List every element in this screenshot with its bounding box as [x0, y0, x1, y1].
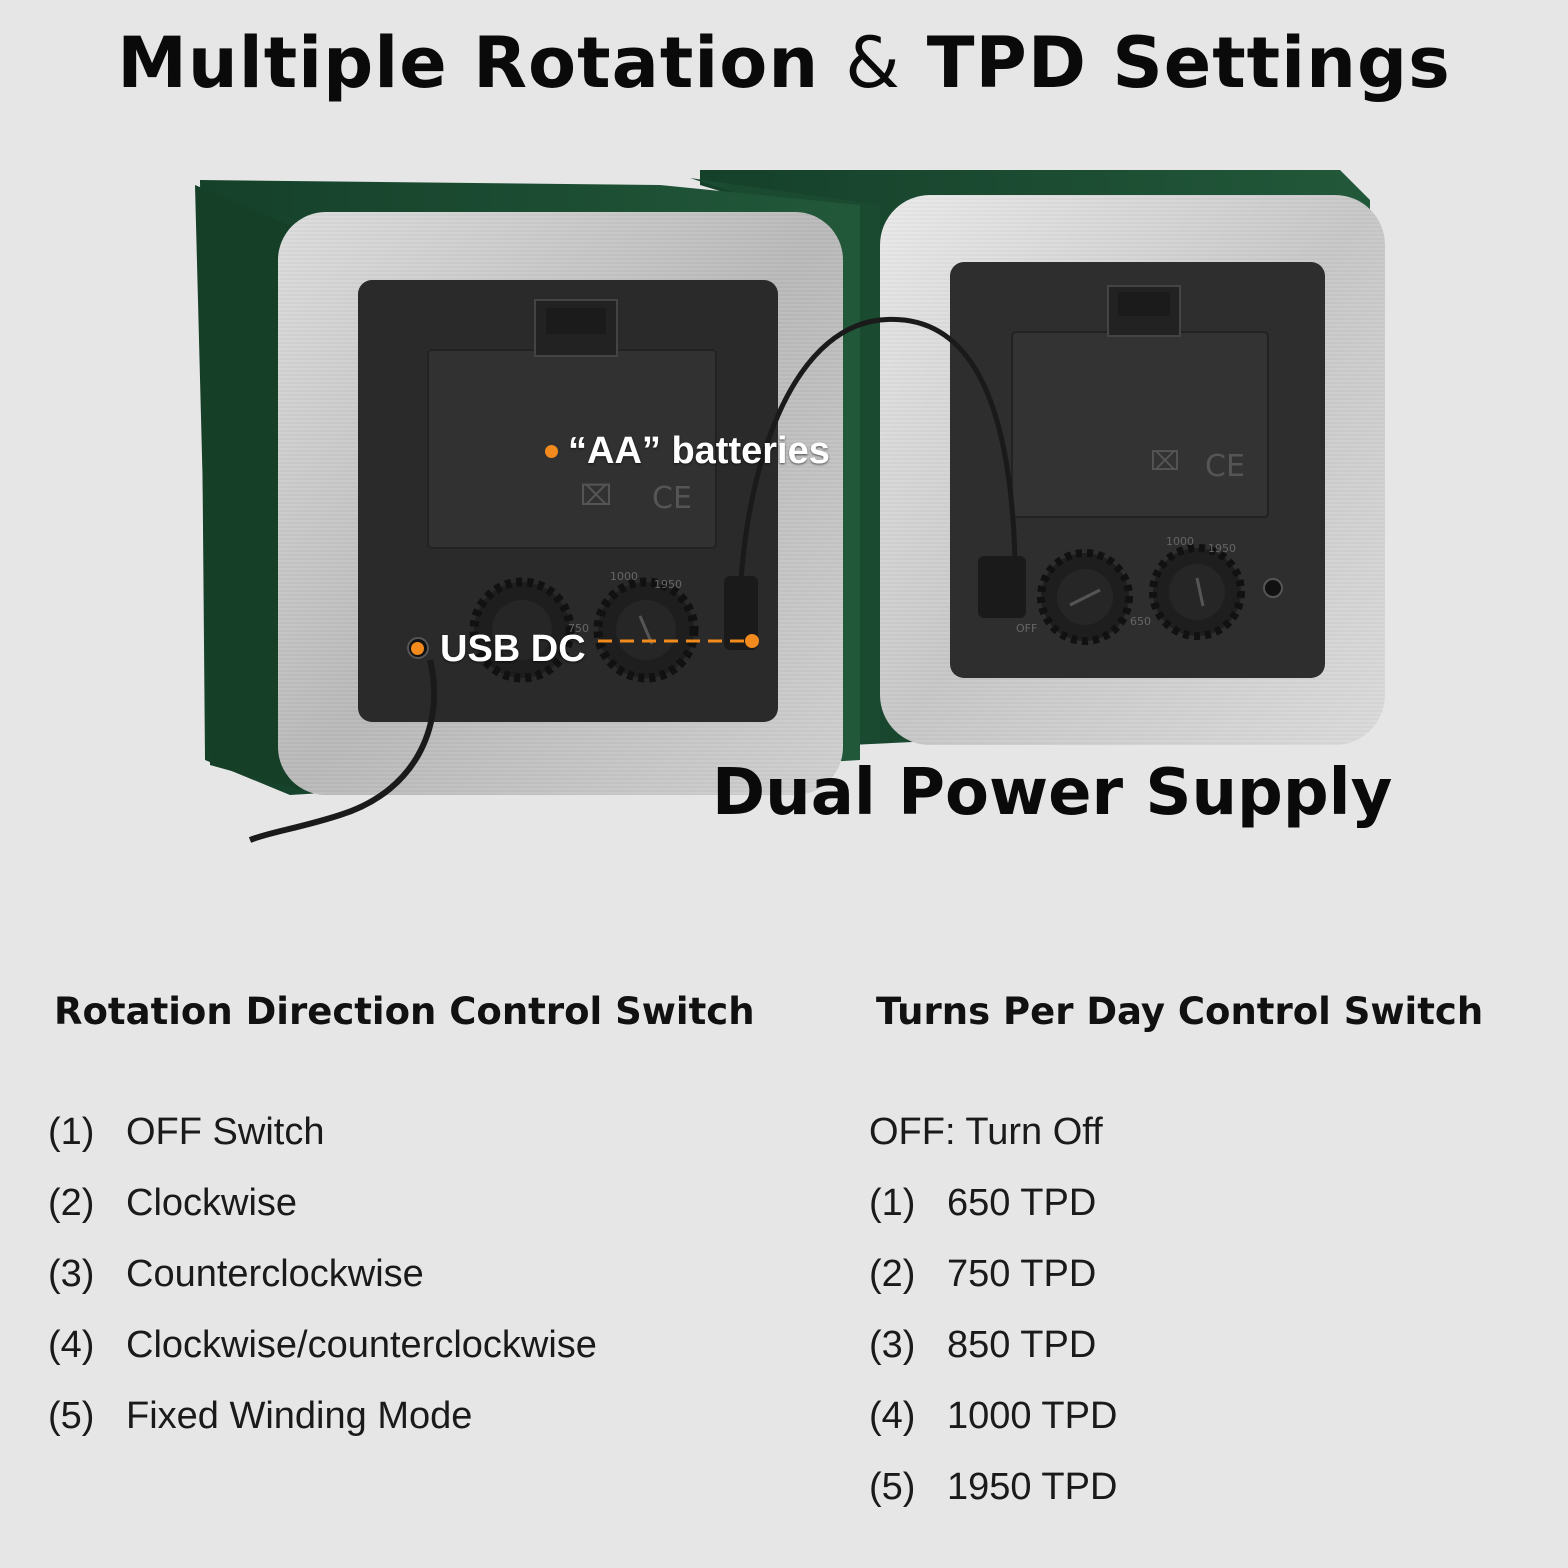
title-right: TPD Settings [926, 22, 1451, 104]
title-ampersand: & [845, 22, 901, 104]
list-item: (3)850 TPD [869, 1324, 1097, 1366]
list-item: (1)650 TPD [869, 1182, 1097, 1224]
list-item: (2)Clockwise [48, 1182, 298, 1224]
list-item: (4)Clockwise/counterclockwise [48, 1324, 597, 1366]
svg-text:CE: CE [652, 481, 692, 516]
page-title: Multiple Rotation&TPD Settings [0, 22, 1568, 104]
list-item: (5)Fixed Winding Mode [48, 1395, 473, 1437]
svg-text:⌧: ⌧ [1150, 447, 1180, 477]
power-cable [248, 659, 438, 843]
list-item: (4)1000 TPD [869, 1395, 1118, 1437]
svg-text:⌧: ⌧ [580, 479, 612, 512]
svg-text:CE: CE [1205, 449, 1245, 484]
svg-text:1000: 1000 [1166, 535, 1194, 548]
batteries-callout-label: “AA” batteries [568, 430, 830, 472]
tpd-list: OFF: Turn Off (1)650 TPD (2)750 TPD (3)8… [869, 1110, 1117, 1536]
title-left: Multiple Rotation [117, 22, 820, 104]
svg-text:650: 650 [1130, 615, 1151, 628]
svg-text:1950: 1950 [1208, 542, 1236, 555]
list-item: (2)750 TPD [869, 1253, 1097, 1295]
winder-right-side [690, 178, 880, 740]
svg-text:1000: 1000 [610, 570, 638, 583]
usb-callout-dot [411, 642, 424, 655]
winder-left: ⌧ CE 1000 1950 750 [195, 180, 860, 795]
svg-text:750: 750 [568, 622, 589, 635]
usb-callout-label: USB DC [440, 628, 586, 670]
svg-text:1950: 1950 [654, 578, 682, 591]
list-item-off: OFF: Turn Off [869, 1111, 1103, 1153]
svg-text:OFF: OFF [1016, 622, 1037, 635]
list-item: (1)OFF Switch [48, 1111, 325, 1153]
rotation-list: (1)OFF Switch (2)Clockwise (3)Counterclo… [48, 1110, 597, 1465]
link-cable [737, 316, 1018, 601]
list-item: (5)1950 TPD [869, 1466, 1118, 1508]
batteries-callout-dot [545, 445, 558, 458]
tpd-heading: Turns Per Day Control Switch [876, 990, 1484, 1033]
rotation-heading: Rotation Direction Control Switch [54, 990, 755, 1033]
winder-right: ⌧ CE 1000 1950 650 OFF [690, 170, 1385, 745]
list-item: (3)Counterclockwise [48, 1253, 424, 1295]
winder-left-side [195, 185, 300, 790]
dual-power-heading: Dual Power Supply [712, 756, 1393, 830]
